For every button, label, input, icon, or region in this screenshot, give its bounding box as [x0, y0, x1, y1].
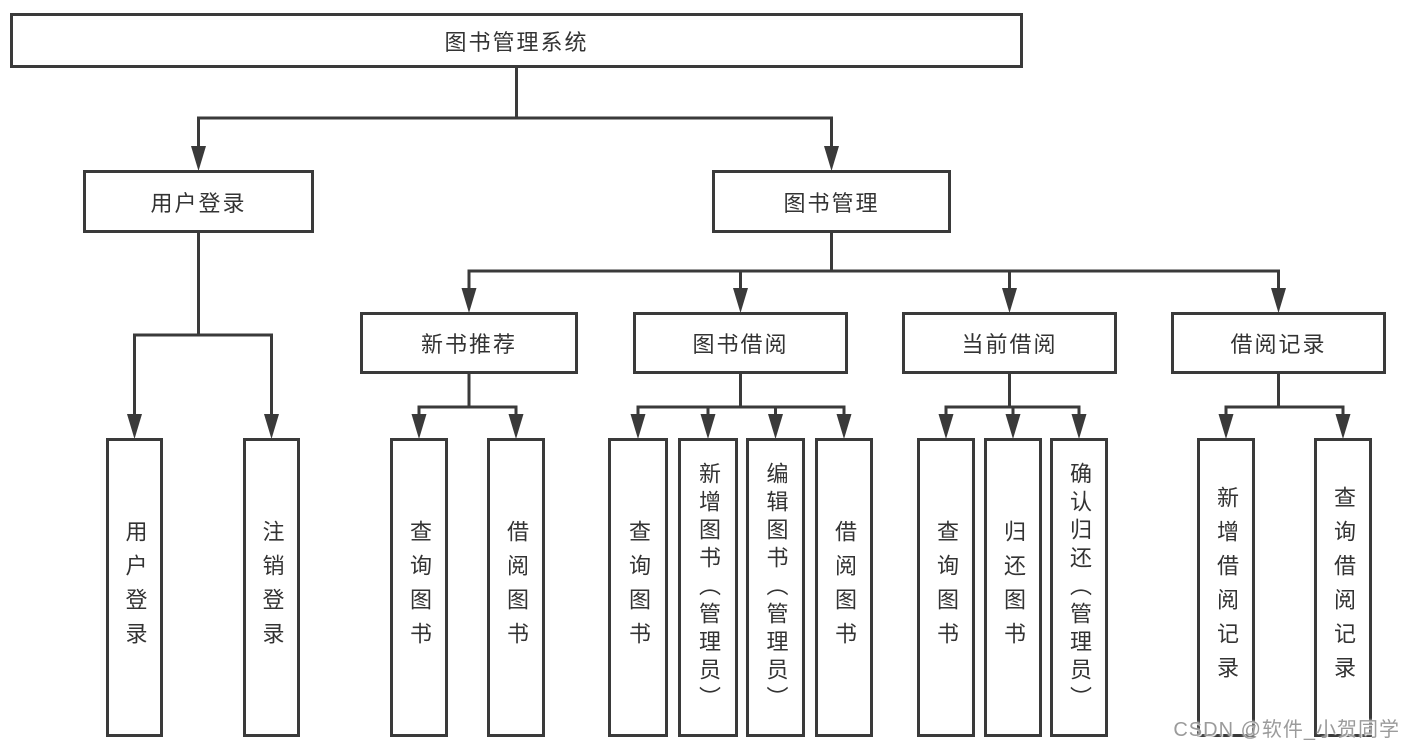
- node-leaf-borrow-book-1: 借阅图书: [487, 438, 545, 737]
- arrowhead-icon: [1002, 288, 1017, 313]
- node-label: 查询借阅记录: [1331, 485, 1356, 690]
- arrowhead-icon: [630, 414, 646, 439]
- arrowhead-icon: [768, 414, 783, 439]
- node-leaf-query-book-2: 查询图书: [608, 438, 668, 737]
- node-book-borrow: 图书借阅: [633, 312, 848, 374]
- node-label: 图书管理: [783, 190, 880, 216]
- node-label: 借阅图书: [504, 519, 529, 656]
- node-label: 用户登录: [122, 519, 148, 656]
- arrowhead-icon: [1335, 414, 1351, 439]
- arrowhead-icon: [191, 146, 206, 171]
- node-root: 图书管理系统: [10, 13, 1023, 68]
- node-label: 当前借阅: [961, 332, 1058, 357]
- arrowhead-icon: [700, 414, 716, 439]
- node-leaf-logout: 注销登录: [243, 438, 300, 737]
- arrowhead-icon: [1271, 288, 1286, 313]
- node-leaf-borrow-book-2: 借阅图书: [815, 438, 873, 737]
- node-leaf-add-book: 新增图书（管理员）: [678, 438, 738, 737]
- arrowhead-icon: [127, 414, 142, 439]
- node-book-mgmt-branch: 图书管理: [712, 170, 951, 233]
- node-label: 查询图书: [934, 519, 959, 656]
- arrowhead-icon: [1071, 414, 1087, 439]
- arrowhead-icon: [508, 414, 524, 439]
- node-label: 归还图书: [1001, 519, 1026, 656]
- arrowhead-icon: [1005, 414, 1021, 439]
- node-leaf-user-login: 用户登录: [106, 438, 163, 737]
- node-label: 新增借阅记录: [1214, 485, 1239, 690]
- node-label: 借阅记录: [1230, 332, 1327, 357]
- node-label: 查询图书: [626, 519, 651, 656]
- node-label: 新书推荐: [420, 332, 517, 357]
- arrowhead-icon: [411, 414, 427, 439]
- node-label: 图书管理系统: [444, 29, 589, 55]
- node-label: 新增图书（管理员）: [696, 461, 721, 714]
- node-leaf-query-book-3: 查询图书: [917, 438, 975, 737]
- node-new-book-recommend: 新书推荐: [360, 312, 578, 374]
- node-leaf-edit-book: 编辑图书（管理员）: [746, 438, 805, 737]
- node-leaf-query-borrow-record: 查询借阅记录: [1314, 438, 1372, 737]
- node-label: 借阅图书: [832, 519, 857, 656]
- node-label: 编辑图书（管理员）: [763, 461, 789, 714]
- node-borrow-records: 借阅记录: [1171, 312, 1386, 374]
- watermark: CSDN @软件_小贺同学: [1173, 719, 1400, 741]
- arrowhead-icon: [824, 146, 839, 171]
- arrowhead-icon: [461, 288, 477, 313]
- node-leaf-query-book-1: 查询图书: [390, 438, 448, 737]
- node-leaf-confirm-return: 确认归还（管理员）: [1050, 438, 1108, 737]
- node-user-login-branch: 用户登录: [83, 170, 314, 233]
- arrowhead-icon: [836, 414, 852, 439]
- node-leaf-return-book: 归还图书: [984, 438, 1042, 737]
- arrowhead-icon: [938, 414, 954, 439]
- arrowhead-icon: [733, 288, 748, 313]
- node-label: 图书借阅: [692, 332, 789, 357]
- node-current-borrow: 当前借阅: [902, 312, 1117, 374]
- node-label: 注销登录: [259, 519, 285, 656]
- node-label: 用户登录: [150, 190, 247, 216]
- arrowhead-icon: [1218, 414, 1234, 439]
- node-leaf-add-borrow-record: 新增借阅记录: [1197, 438, 1255, 737]
- node-label: 确认归还（管理员）: [1067, 461, 1092, 714]
- arrowhead-icon: [264, 414, 279, 439]
- node-label: 查询图书: [407, 519, 432, 656]
